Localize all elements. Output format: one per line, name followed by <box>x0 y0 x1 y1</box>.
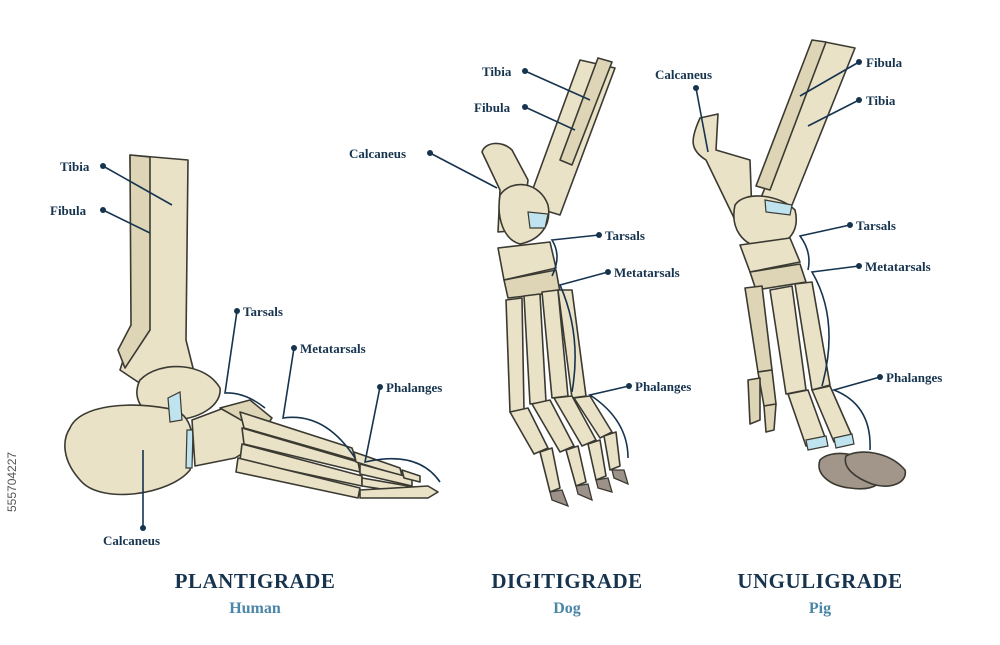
unguligrade-label-metatarsals: Metatarsals <box>865 259 931 274</box>
unguligrade-label-tibia: Tibia <box>866 93 896 108</box>
unguligrade-subtitle: Pig <box>809 600 831 617</box>
unguligrade-label-fibula: Fibula <box>866 55 903 70</box>
unguligrade-label-phalanges: Phalanges <box>886 370 942 385</box>
plantigrade-label-metatarsals: Metatarsals <box>300 341 366 356</box>
unguligrade-label-calcaneus: Calcaneus <box>655 67 712 82</box>
plantigrade-subtitle: Human <box>229 600 281 617</box>
unguligrade-label-tarsals: Tarsals <box>856 218 896 233</box>
plantigrade-label-fibula: Fibula <box>50 203 87 218</box>
unguligrade-leaders <box>693 59 883 451</box>
digitigrade-subtitle: Dog <box>553 600 581 617</box>
stock-id-watermark: 555704227 <box>5 452 19 512</box>
digitigrade-label-fibula: Fibula <box>474 100 511 115</box>
plantigrade-label-phalanges: Phalanges <box>386 380 442 395</box>
plantigrade-labels: Tibia Fibula Tarsals Metatarsals Phalang… <box>50 159 442 548</box>
plantigrade-title: PLANTIGRADE <box>175 569 336 593</box>
digitigrade-title: DIGITIGRADE <box>491 569 642 593</box>
plantigrade-leaders <box>100 163 441 531</box>
digitigrade-label-calcaneus: Calcaneus <box>349 146 406 161</box>
digitigrade-labels: Tibia Fibula Calcaneus Tarsals Metatarsa… <box>349 64 691 394</box>
digitigrade-label-phalanges: Phalanges <box>635 379 691 394</box>
digitigrade-illustration <box>481 57 630 508</box>
unguligrade-labels: Calcaneus Fibula Tibia Tarsals Metatarsa… <box>655 55 942 385</box>
digitigrade-label-metatarsals: Metatarsals <box>614 265 680 280</box>
plantigrade-illustration <box>64 154 439 499</box>
unguligrade-illustration <box>692 39 907 490</box>
unguligrade-title: UNGULIGRADE <box>737 569 902 593</box>
plantigrade-label-tibia: Tibia <box>60 159 90 174</box>
digitigrade-leaders <box>427 68 632 459</box>
plantigrade-label-calcaneus: Calcaneus <box>103 533 160 548</box>
digitigrade-label-tarsals: Tarsals <box>605 228 645 243</box>
digitigrade-label-tibia: Tibia <box>482 64 512 79</box>
plantigrade-label-tarsals: Tarsals <box>243 304 283 319</box>
